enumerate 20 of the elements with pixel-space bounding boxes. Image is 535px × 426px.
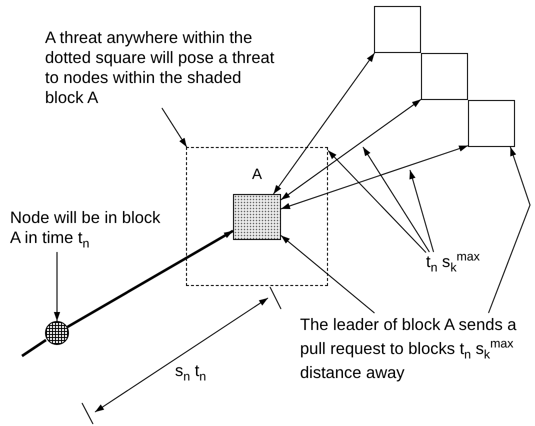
square-block	[374, 6, 421, 53]
arrow	[280, 145, 468, 210]
dimension-label: s$_{n}$ t$_{n}$	[175, 362, 206, 381]
arrow	[328, 150, 426, 254]
annotation-text: Node will be in block A in time t$_{n}$	[10, 208, 168, 252]
annotation-text: A threat anywhere within the dotted square will pose a threat to nodes within the shaded block A	[45, 28, 283, 108]
arrow	[362, 146, 430, 252]
leader-arrow	[161, 108, 188, 148]
arrow	[409, 170, 434, 252]
arrow	[280, 98, 422, 200]
block-label: A	[252, 166, 262, 183]
dotted-square	[186, 147, 328, 286]
arrow	[66, 230, 234, 328]
arrow	[273, 52, 376, 194]
square-block	[468, 100, 515, 147]
arrow	[54, 252, 60, 322]
arrow	[280, 234, 375, 314]
arrow	[488, 146, 531, 314]
square-block	[421, 53, 468, 100]
node-marker	[45, 321, 69, 345]
